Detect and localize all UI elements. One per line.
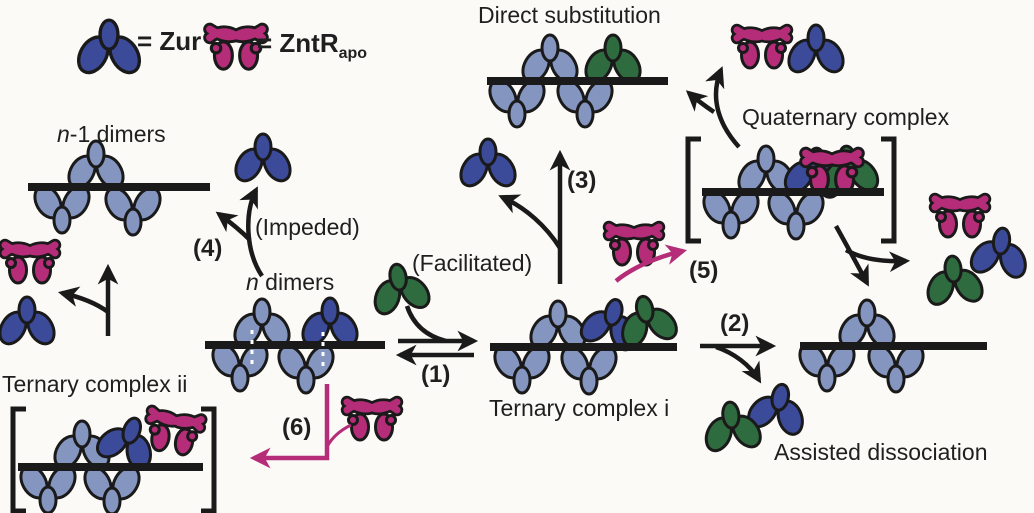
ternary-complex-i-label: Ternary complex i	[489, 395, 670, 421]
arrow-quaternary-decay-branch	[844, 248, 911, 273]
n-minus-1-rest: -1 dimers	[69, 121, 166, 147]
grey-dimer-icon	[99, 182, 167, 237]
arrow-step4-branch	[215, 211, 252, 242]
facilitated-label: (Facilitated)	[412, 250, 533, 276]
arrow-step4-main	[239, 186, 264, 278]
zntr-apo-icon	[737, 30, 787, 68]
ternary-complex-ii-label: Ternary complex ii	[2, 371, 188, 397]
step3-label: (3)	[567, 167, 597, 194]
step4-label: (4)	[193, 235, 223, 262]
legend-zntr-label: = ZntRapo	[257, 28, 368, 63]
legend-zur-text: = Zur	[137, 26, 202, 56]
arrow-quaternary-release-main	[705, 66, 741, 149]
legend-zntr-text: = ZntR	[257, 28, 339, 58]
legend-zntr-subscript: apo	[338, 45, 368, 62]
facilitated-binding-curve	[404, 305, 447, 344]
zur-dimer-icon	[454, 137, 522, 192]
arrow-step5	[614, 244, 688, 283]
zntr-apo-icon	[145, 411, 201, 457]
step5-label: (5)	[689, 257, 719, 284]
quaternary-complex-label: Quaternary complex	[742, 104, 950, 130]
quaternary-complex	[685, 136, 897, 244]
assisted-dissociation-label: Assisted dissociation	[774, 439, 988, 465]
zur-dimer-icon	[0, 295, 61, 350]
n-minus-1-dimers-complex	[28, 139, 210, 237]
ternary-complex-i	[488, 288, 686, 396]
n-dimers-label: n dimers	[246, 270, 334, 294]
bracket-left	[685, 136, 701, 244]
zur-dimer-icon	[229, 132, 297, 187]
arrow-step6-zntr-connector	[325, 423, 352, 448]
arrow-step3-branch	[498, 194, 562, 250]
direct-substitution-label: Direct substitution	[478, 2, 661, 28]
bracket-right	[201, 406, 217, 513]
direct-substitution-complex	[483, 33, 668, 129]
impeded-label: (Impeded)	[255, 214, 360, 240]
n-minus-1-dimers-label: n-1 dimers	[57, 122, 166, 146]
step6-label: (6)	[282, 414, 312, 441]
bracket-left	[10, 406, 26, 513]
assisted-dissociation-complex	[793, 298, 987, 394]
step2-label: (2)	[720, 310, 750, 337]
bracket-right	[881, 136, 897, 244]
zntr-apo-icon	[5, 245, 55, 283]
n-dimers-complex	[205, 296, 385, 395]
n-italic: n	[57, 121, 70, 147]
zntr-apo-icon	[210, 29, 263, 69]
step1-label: (1)	[421, 361, 451, 388]
zntr-apo-icon	[935, 199, 985, 237]
arrow-step2-branch	[715, 344, 762, 384]
legend-zur-label: = Zur	[137, 26, 202, 56]
n-italic: n	[246, 269, 259, 295]
arrow-zntr-release-branch	[57, 286, 110, 314]
arrow-step6	[249, 384, 330, 469]
zntr-apo-icon	[347, 402, 397, 440]
arrow-quaternary-release-branch	[685, 90, 716, 114]
zur-dimer-icon	[70, 18, 148, 80]
n-dimers-rest: dimers	[258, 269, 335, 295]
ternary-complex-ii	[10, 406, 217, 513]
zur-dimer-icon	[782, 23, 850, 78]
